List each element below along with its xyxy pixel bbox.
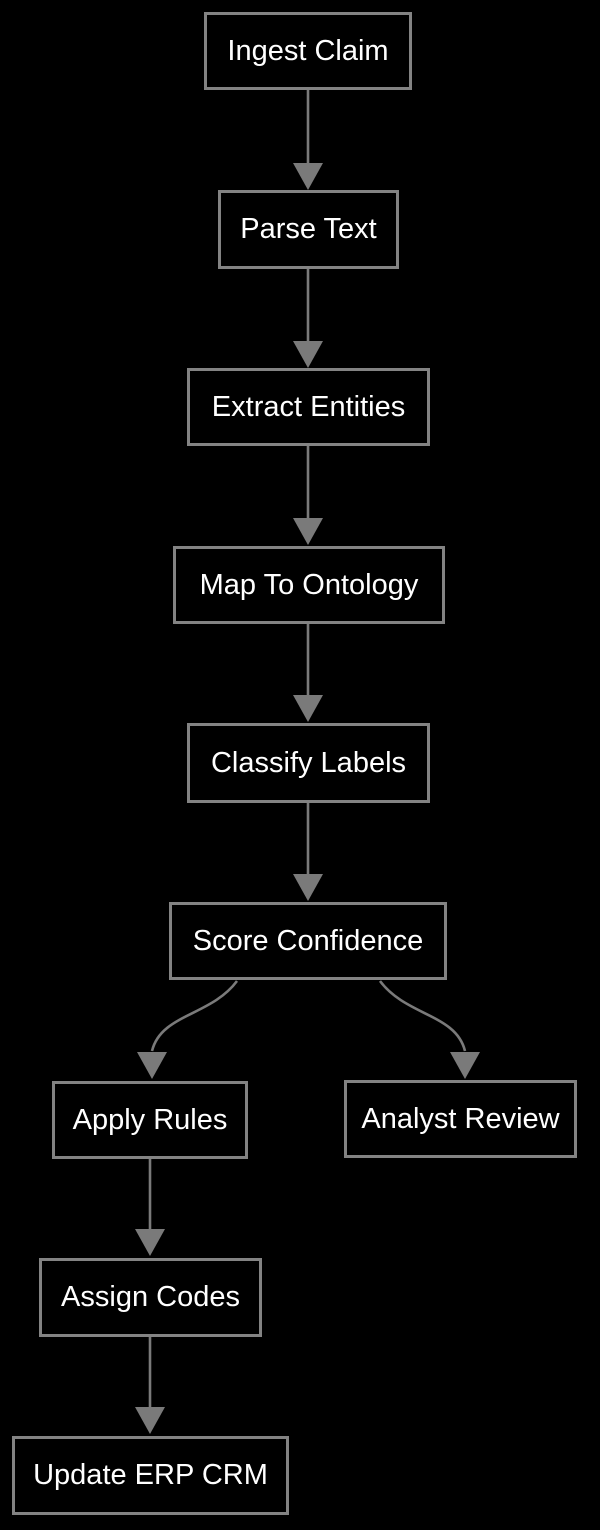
node-score-confidence: Score Confidence	[169, 902, 447, 980]
edge-score-confidence-to-analyst-review	[378, 980, 480, 1079]
node-label: Parse Text	[240, 213, 377, 245]
node-map-to-ontology: Map To Ontology	[173, 546, 445, 624]
node-classify-labels: Classify Labels	[187, 723, 430, 803]
node-extract-entities: Extract Entities	[187, 368, 430, 446]
node-label: Update ERP CRM	[33, 1459, 268, 1491]
node-label: Ingest Claim	[227, 34, 389, 67]
node-apply-rules: Apply Rules	[52, 1081, 248, 1159]
edge-extract-entities-to-map-to-ontology	[293, 446, 323, 545]
node-label: Assign Codes	[61, 1281, 240, 1313]
edge-score-confidence-to-apply-rules	[137, 980, 239, 1079]
edge-classify-labels-to-score-confidence	[293, 803, 323, 901]
node-analyst-review: Analyst Review	[344, 1080, 577, 1158]
edge-parse-text-to-extract-entities	[293, 269, 323, 368]
edge-assign-codes-to-update-erp-crm	[135, 1337, 165, 1434]
node-label: Map To Ontology	[199, 568, 419, 601]
node-label: Analyst Review	[361, 1102, 560, 1135]
node-label: Extract Entities	[211, 390, 406, 423]
node-update-erp-crm: Update ERP CRM	[12, 1436, 289, 1515]
edge-ingest-claim-to-parse-text	[293, 90, 323, 190]
node-parse-text: Parse Text	[218, 190, 399, 269]
node-label: Score Confidence	[192, 924, 424, 957]
node-label: Classify Labels	[210, 746, 407, 779]
node-ingest-claim: Ingest Claim	[204, 12, 412, 90]
edge-apply-rules-to-assign-codes	[135, 1159, 165, 1256]
node-label: Apply Rules	[72, 1103, 228, 1136]
node-assign-codes: Assign Codes	[39, 1258, 262, 1337]
edge-map-to-ontology-to-classify-labels	[293, 624, 323, 722]
